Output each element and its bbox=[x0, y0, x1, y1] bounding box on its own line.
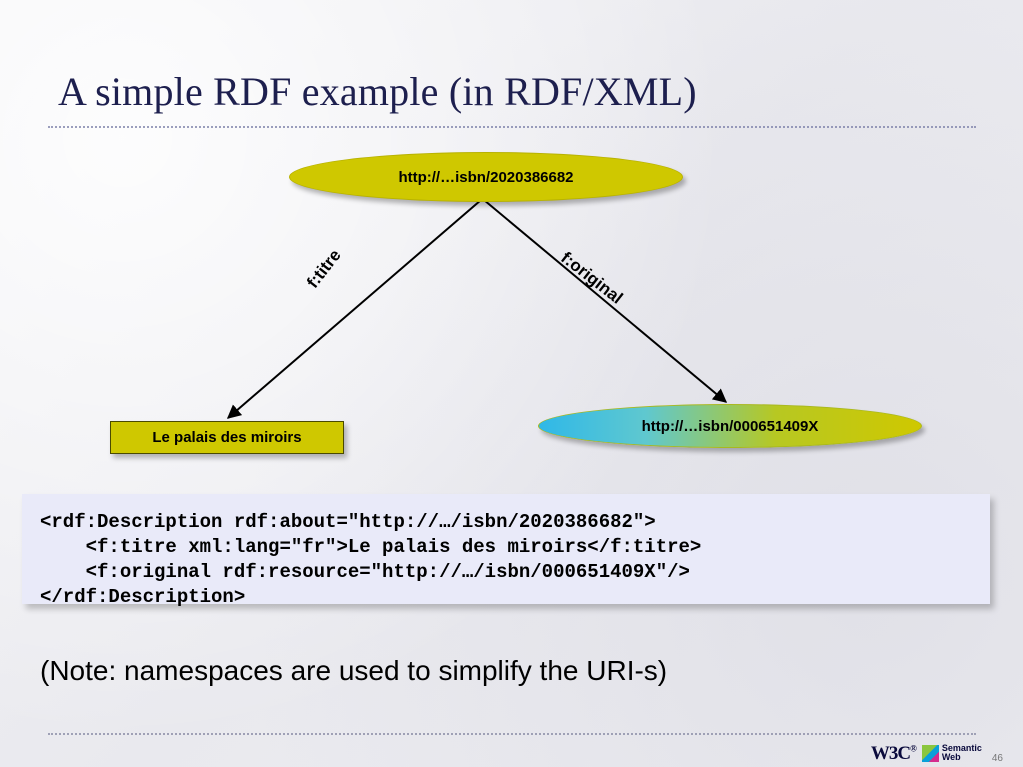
graph-node-title-literal[interactable]: Le palais des miroirs bbox=[110, 421, 344, 454]
graph-node-title-literal-label: Le palais des miroirs bbox=[152, 429, 302, 446]
semantic-web-logo-line2: Web bbox=[941, 752, 961, 762]
rdf-xml-code-block: <rdf:Description rdf:about="http://…/isb… bbox=[22, 494, 990, 608]
graph-node-original-label: http://…isbn/000651409X bbox=[641, 417, 819, 435]
slide-note: (Note: namespaces are used to simplify t… bbox=[40, 655, 668, 686]
semantic-web-cube-icon bbox=[921, 744, 939, 762]
rdf-xml-code-text: <rdf:Description rdf:about="http://…/isb… bbox=[40, 511, 702, 608]
semantic-web-logo-text: Semantic Web bbox=[942, 744, 982, 762]
graph-node-original[interactable]: http://…isbn/000651409X bbox=[538, 404, 922, 448]
w3c-logo-icon: W3C® bbox=[870, 742, 917, 764]
rdf-graph-diagram: http://…isbn/2020386682 Le palais des mi… bbox=[0, 140, 1023, 480]
graph-edges-svg bbox=[226, 199, 728, 419]
graph-node-subject[interactable]: http://…isbn/2020386682 bbox=[289, 152, 683, 202]
semantic-web-logo-line1: Semantic bbox=[941, 743, 982, 753]
edge-line-f-titre bbox=[226, 199, 482, 419]
page-title: A simple RDF example (in RDF/XML) bbox=[58, 69, 697, 114]
footer-divider bbox=[48, 733, 976, 735]
edge-line-f-original bbox=[483, 199, 728, 403]
footer-logos: W3C® Semantic Web 46 bbox=[870, 742, 1003, 765]
w3c-logo-label: W3C bbox=[870, 742, 911, 764]
page-number: 46 bbox=[991, 753, 1003, 764]
title-divider bbox=[48, 126, 976, 128]
semantic-web-logo: Semantic Web bbox=[921, 744, 982, 762]
graph-node-subject-label: http://…isbn/2020386682 bbox=[398, 168, 574, 186]
